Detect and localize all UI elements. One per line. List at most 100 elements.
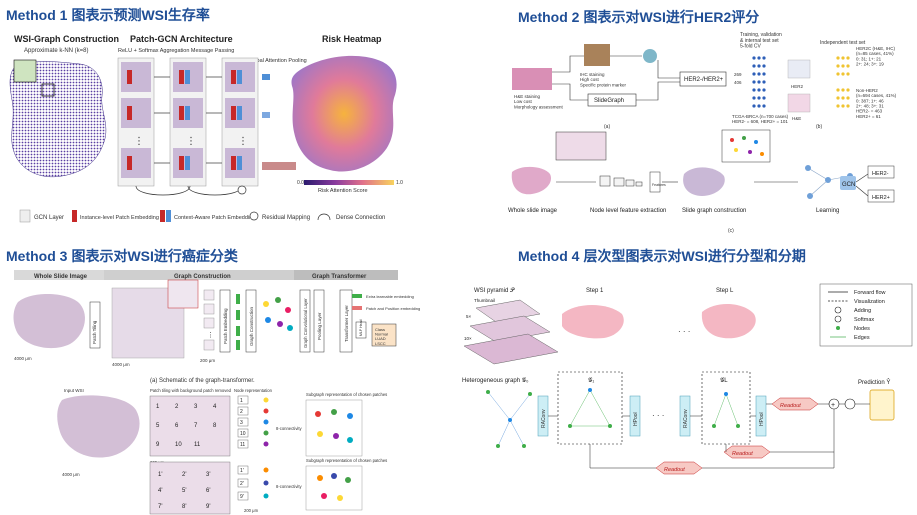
wsi-zoom-inset xyxy=(555,131,607,161)
risk-heatmap-blob xyxy=(291,55,397,172)
hdr-transformer-bar xyxy=(294,270,398,280)
node-tile xyxy=(237,491,249,501)
wsi-graph-title: WSI-Graph Construction xyxy=(14,34,119,44)
grid-a-cell: 11 xyxy=(194,442,201,448)
hetero-graph xyxy=(486,390,532,448)
prediction-clipboard xyxy=(869,389,895,421)
text-line: 5-fold CV xyxy=(740,44,762,50)
grid-a-cell: 7 xyxy=(194,423,198,429)
node-id: 1' xyxy=(240,468,244,474)
node-id: 10 xyxy=(240,431,246,437)
m4-legend-box xyxy=(819,283,913,347)
node-tile xyxy=(237,417,249,427)
node-id: 3 xyxy=(240,420,243,426)
adding-plus: + xyxy=(831,402,835,409)
text-line: Normal xyxy=(375,332,388,337)
patch-tiling-box xyxy=(89,301,101,349)
class-box xyxy=(371,323,397,347)
m3-stack-ellipsis: ⋮ xyxy=(207,332,214,339)
embedding-vectors xyxy=(236,294,240,350)
gcn-ellipsis-2: ⋮ xyxy=(186,136,196,147)
grid-a-cell: 5 xyxy=(156,423,160,429)
legend-context-swatch-b xyxy=(166,210,171,222)
m4-dots-mid: · · · xyxy=(652,411,664,420)
non-her2-label: Non-HER2(n=694 cases, 41%)0: 387; 1+: 46… xyxy=(856,88,897,119)
count-b: 406 xyxy=(734,80,742,85)
m4-dots-top: · · · xyxy=(678,327,690,336)
text-line: 0: 387; 1+: 46 xyxy=(856,98,884,103)
method2c-arrows xyxy=(556,173,869,197)
text-line: 0: 31; 1+: 21 xyxy=(856,56,882,61)
transformer-label: Transformer Layer xyxy=(344,305,349,342)
indep-dot-grid xyxy=(836,56,850,108)
node-dot xyxy=(263,419,269,425)
tcga-label: TCGA-BRCA (n=700 cases)HER2- = 608, HER2… xyxy=(732,114,789,124)
m4-legend-labels: Forward flowVisualizationAddingSoftmaxNo… xyxy=(854,290,886,341)
hdr-transformer: Graph Transformer xyxy=(312,274,367,280)
patch-gcn-title: Patch-GCN Architecture xyxy=(130,34,233,44)
text-line: HER2- = 608, HER2+ = 101 xyxy=(732,119,788,124)
node-id: 11 xyxy=(240,442,245,448)
grid-a-cell: 10 xyxy=(175,442,182,448)
node-dot xyxy=(263,480,269,486)
slide-graph-tissue xyxy=(683,167,725,196)
indep-label: Independent test set xyxy=(820,40,866,46)
graph-construction-box xyxy=(245,289,257,353)
grid-b-cell: 8' xyxy=(182,504,186,510)
learning-caption: Learning xyxy=(816,208,839,214)
gcn-ellipsis-3: ⋮ xyxy=(238,136,248,147)
grid-a-cell: 9 xyxy=(156,442,160,448)
text-line: (n=694 cases, 41%) xyxy=(856,93,897,98)
node-tile xyxy=(237,478,249,488)
text-line: 2+: 48; 3+: 31 xyxy=(856,104,884,109)
her2-tag: HER2 xyxy=(791,84,804,89)
legend-dense-label: Dense Connection xyxy=(336,215,385,221)
grid-b-cell: 9' xyxy=(206,504,210,510)
features-box xyxy=(649,171,661,193)
legend-context-label: Context-Aware Patch Embedding xyxy=(174,215,255,221)
m3-wsi-tissue xyxy=(13,293,85,349)
hpool-a-label: HPool xyxy=(633,412,639,426)
pathologist-icon xyxy=(643,49,657,63)
count-a: 269 xyxy=(734,72,742,77)
gcn-stage-3 xyxy=(221,57,259,187)
legend-entry: Visualization xyxy=(854,299,885,305)
method3-figure: Whole Slide Image Graph Construction Gra… xyxy=(13,270,420,515)
legend-entry: Adding xyxy=(854,308,871,314)
node-repr-label: Node representation xyxy=(234,388,273,393)
step1-heatmap xyxy=(562,305,624,339)
method2a-arrows xyxy=(552,55,680,101)
subgraph-b-box xyxy=(305,465,363,511)
thumbnail-label: Thumbnail xyxy=(474,298,495,303)
pooling-label: Pooling Layer xyxy=(317,312,322,340)
gL-label: 𝒢L xyxy=(720,377,728,384)
he-tile xyxy=(787,93,811,113)
node-id: 2 xyxy=(240,409,243,415)
grid-a-cell: 4 xyxy=(213,404,217,410)
softmax-node xyxy=(844,398,856,410)
readout-b-label: Readout xyxy=(732,451,753,457)
m3-scale-a: 4000 μm xyxy=(14,356,32,361)
m4-flow-lines xyxy=(548,403,870,469)
subgraph-a-box xyxy=(305,399,363,457)
label-b: (b) xyxy=(816,124,822,130)
her2-pos-label: HER2+ xyxy=(872,195,890,201)
wsi-pyramid-label: WSI pyramid 𝒫 xyxy=(474,287,515,294)
grid-b-cell: 5' xyxy=(182,488,186,494)
mlp-box xyxy=(355,321,367,339)
hdr-graph: Graph Construction xyxy=(174,274,231,280)
wsi-caption: Whole slide image xyxy=(508,208,558,214)
patch-tiling-label: Patch Tiling xyxy=(92,320,97,344)
legend-dense-icon xyxy=(317,213,331,221)
slidegraph-box xyxy=(587,93,637,107)
wsi-inset-box xyxy=(41,83,55,97)
hetero-graph-label: Heterogeneous graph 𝒢₀ xyxy=(462,377,529,384)
gL-graph xyxy=(712,392,740,428)
m3-graph-nodes xyxy=(263,297,293,331)
legend-adding-icon xyxy=(834,306,842,314)
patch-stack xyxy=(203,289,215,351)
